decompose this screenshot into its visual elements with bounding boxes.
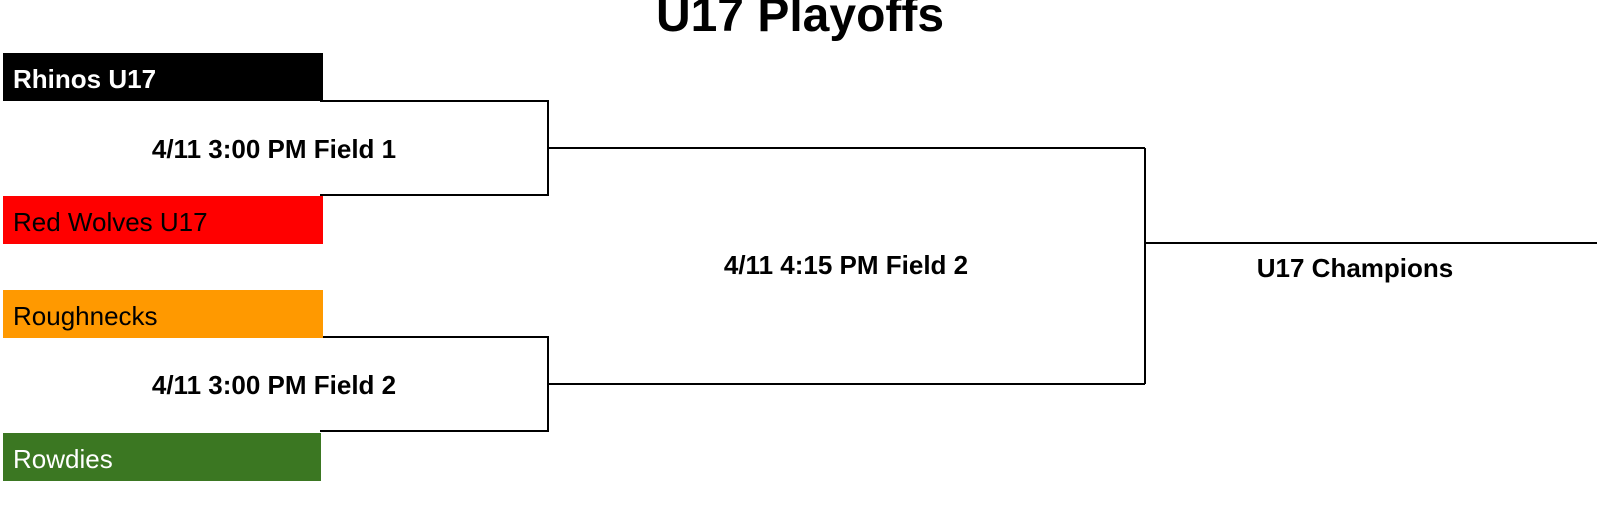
- team-rowdies: Rowdies: [3, 433, 321, 481]
- champion-label: U17 Champions: [1256, 253, 1454, 283]
- page-title: U17 Playoffs: [655, 0, 945, 42]
- team-red-wolves: Red Wolves U17: [3, 196, 323, 244]
- semifinal-1-schedule: 4/11 3:00 PM Field 1: [151, 134, 397, 164]
- semifinal-2-schedule: 4/11 3:00 PM Field 2: [151, 370, 397, 400]
- team-roughnecks: Roughnecks: [3, 290, 323, 338]
- team-rhinos: Rhinos U17: [3, 53, 323, 101]
- final-schedule: 4/11 4:15 PM Field 2: [723, 250, 969, 280]
